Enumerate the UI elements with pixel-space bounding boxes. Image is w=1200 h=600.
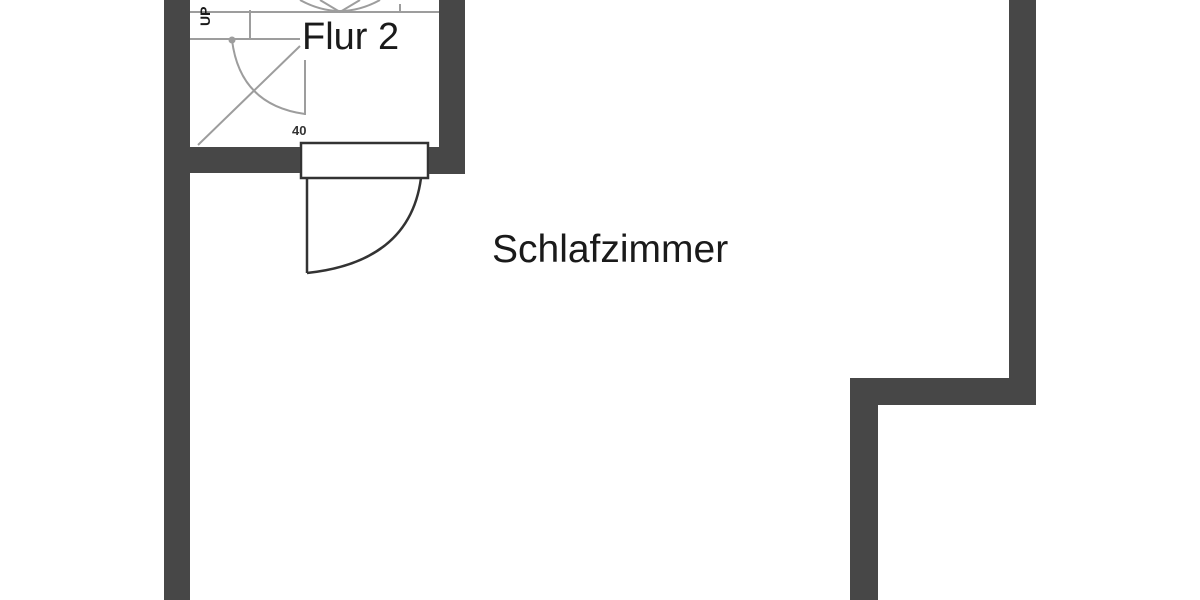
wall-left xyxy=(164,0,190,600)
wall-right-lower xyxy=(850,378,878,600)
room-label-flur2: Flur 2 xyxy=(302,16,400,58)
stair-down-label: 40 xyxy=(292,123,307,138)
stair-lines xyxy=(190,0,440,146)
door xyxy=(299,141,430,275)
wall-flur-bottom-left xyxy=(190,147,300,173)
stair-up-label: UP xyxy=(197,6,213,26)
wall-right-step xyxy=(850,378,1036,405)
room-label-schlafzimmer: Schlafzimmer xyxy=(492,228,729,271)
wall-right-upper xyxy=(1009,0,1036,405)
wall-flur-right xyxy=(439,0,465,174)
